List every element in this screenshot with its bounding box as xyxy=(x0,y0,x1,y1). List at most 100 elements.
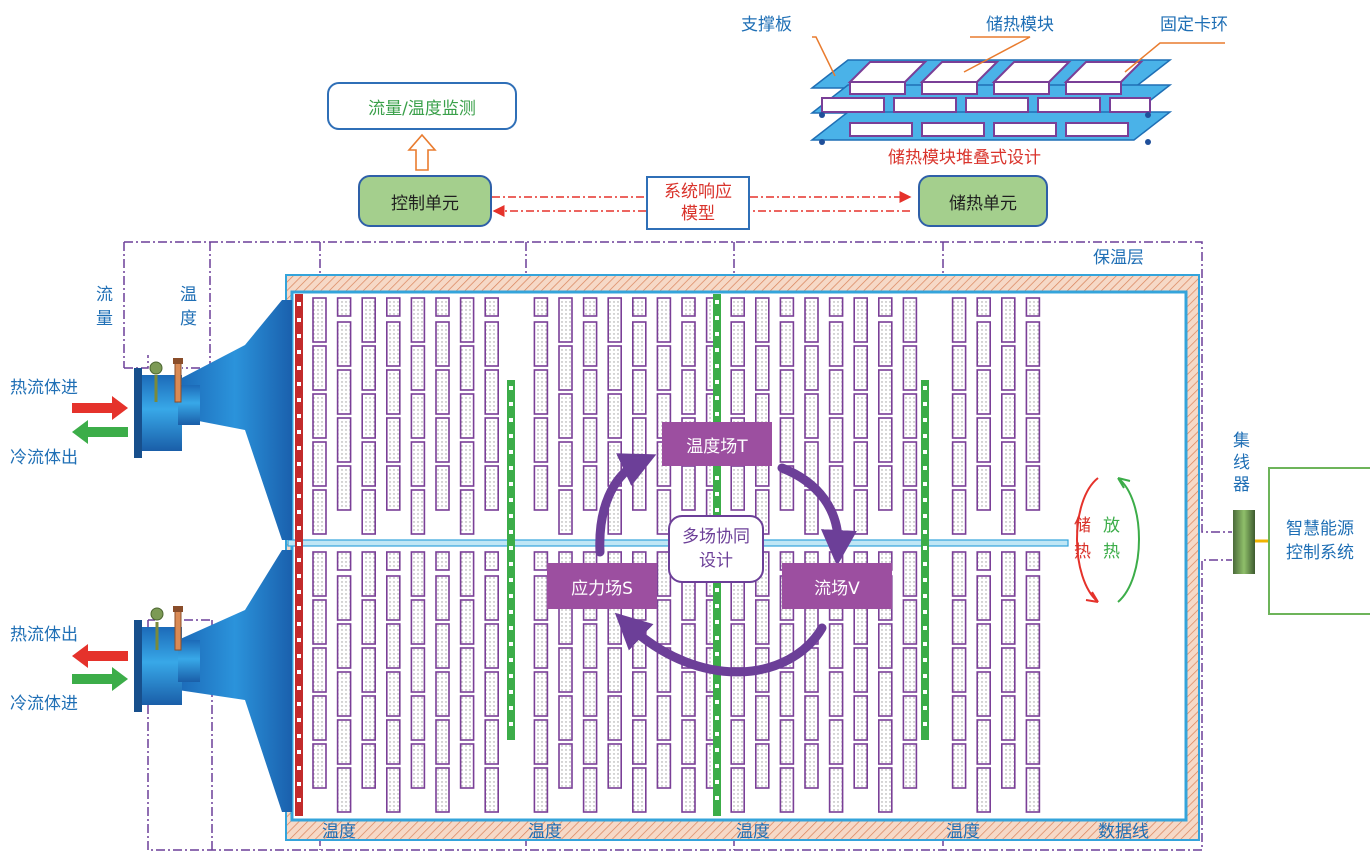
storage-module-brick xyxy=(484,297,500,317)
storage-module-brick xyxy=(1000,743,1016,789)
storage-module-brick xyxy=(951,345,967,391)
storage-module-brick xyxy=(312,441,327,487)
storage-module-brick xyxy=(582,369,598,415)
storage-module-brick xyxy=(361,551,377,597)
storage-module-brick xyxy=(828,417,844,463)
retaining-ring-label: 固定卡环 xyxy=(1160,15,1228,35)
flow-field-box: 流场V xyxy=(782,563,892,609)
storage-module-brick xyxy=(631,321,647,367)
storage-module-brick xyxy=(361,393,377,439)
storage-module-brick xyxy=(853,489,869,535)
storage-module-brick xyxy=(1000,647,1016,693)
storage-module-brick xyxy=(385,623,401,669)
storage-module-brick xyxy=(607,743,623,789)
storage-module-brick xyxy=(631,465,647,511)
storage-module-brick xyxy=(730,321,746,367)
storage-module-brick xyxy=(410,743,426,789)
storage-module-brick xyxy=(533,719,549,765)
storage-module-brick xyxy=(951,647,967,693)
system-model-box: 系统响应模型 xyxy=(646,176,750,230)
storage-module-brick xyxy=(976,417,992,463)
storage-module-brick xyxy=(533,417,549,463)
storage-module-brick xyxy=(533,369,549,415)
storage-module-brick xyxy=(976,767,992,813)
storage-module-brick xyxy=(779,671,795,717)
storage-module-brick xyxy=(730,369,746,415)
storage-module-brick xyxy=(582,623,598,669)
storage-module-brick xyxy=(656,599,672,645)
storage-module-brick xyxy=(951,599,967,645)
cold-out-label: 冷流体出 xyxy=(10,448,78,468)
storage-module-brick xyxy=(1025,623,1041,669)
storage-module-brick xyxy=(607,647,623,693)
storage-module-brick xyxy=(902,695,918,741)
storage-module-brick xyxy=(804,695,819,741)
storage-module-brick xyxy=(484,465,500,511)
storage-module-brick xyxy=(1000,393,1016,439)
flow-temp-monitor-box: 流量/温度监测 xyxy=(327,82,517,130)
storage-module-brick xyxy=(730,719,746,765)
storage-module-brick xyxy=(877,671,893,717)
storage-module-brick xyxy=(459,743,475,789)
stress-field-box: 应力场S xyxy=(547,563,657,609)
storage-module-brick xyxy=(435,297,450,317)
lower-nozzle xyxy=(134,550,292,812)
storage-module-brick xyxy=(951,695,967,741)
storage-module-brick xyxy=(484,767,500,813)
storage-module-brick xyxy=(312,599,327,645)
storage-module-brick xyxy=(951,393,967,439)
storage-module-brick xyxy=(1025,321,1041,367)
storage-module-brick xyxy=(410,647,426,693)
storage-module-brick xyxy=(435,551,450,571)
storage-module-brick xyxy=(336,297,352,317)
storage-module-brick xyxy=(828,369,844,415)
storage-module-brick xyxy=(336,321,352,367)
storage-module-brick xyxy=(410,695,426,741)
storage-module-brick xyxy=(828,297,844,317)
storage-module-brick xyxy=(951,297,967,343)
storage-module-brick xyxy=(631,767,647,813)
storage-module-brick xyxy=(435,671,450,717)
storage-module-brick xyxy=(459,551,475,597)
storage-module-brick xyxy=(804,297,819,343)
storage-module-brick xyxy=(656,297,672,343)
storage-module-brick xyxy=(558,345,573,391)
storage-module-brick xyxy=(459,345,475,391)
storage-unit-box: 储热单元 xyxy=(918,175,1048,227)
storage-module-brick xyxy=(336,369,352,415)
storage-module-brick xyxy=(779,321,795,367)
cycle-arrows xyxy=(595,453,857,677)
hub-label: 集线器 xyxy=(1233,431,1250,495)
storage-module-brick xyxy=(582,417,598,463)
storage-module-brick xyxy=(336,623,352,669)
stack-design-label: 储热模块堆叠式设计 xyxy=(888,148,1041,168)
storage-module-brick xyxy=(336,465,352,511)
storage-module-brick xyxy=(484,719,500,765)
storage-module-brick xyxy=(582,767,598,813)
storage-module-brick xyxy=(902,345,918,391)
storage-module-brick xyxy=(336,417,352,463)
storage-module-brick xyxy=(484,671,500,717)
storage-module-brick xyxy=(558,393,573,439)
storage-module-brick xyxy=(1025,551,1041,571)
system-model-label: 系统响应模型 xyxy=(664,182,732,224)
storage-module-brick xyxy=(607,345,623,391)
temperature-label-bottom-2: 温度 xyxy=(528,822,562,842)
storage-module-brick xyxy=(435,417,450,463)
storage-module-brick xyxy=(828,767,844,813)
storage-module-brick xyxy=(902,647,918,693)
storage-module-brick xyxy=(558,441,573,487)
storage-module-brick xyxy=(877,465,893,511)
storage-module-brick xyxy=(1000,695,1016,741)
storage-module-brick xyxy=(582,297,598,317)
storage-module-brick xyxy=(754,743,770,789)
storage-module-brick xyxy=(853,647,869,693)
storage-module-brick xyxy=(804,393,819,439)
storage-module-brick xyxy=(779,297,795,317)
storage-module-brick xyxy=(853,393,869,439)
storage-module-brick xyxy=(730,297,746,317)
storage-module-label: 储热模块 xyxy=(986,15,1054,35)
storage-module-brick xyxy=(361,345,377,391)
flow-label: 流量 xyxy=(96,285,113,329)
